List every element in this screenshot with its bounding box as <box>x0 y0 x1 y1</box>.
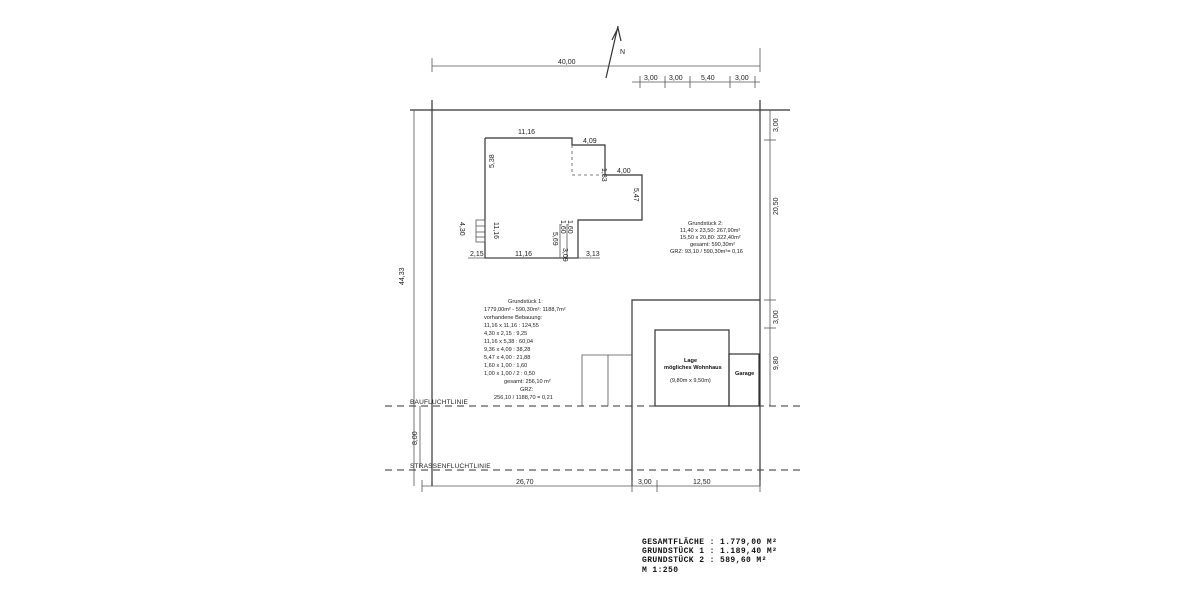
bottom-dim-1: 26,70 <box>516 479 534 486</box>
top-dim-1: 3,00 <box>644 75 658 82</box>
house-side-2: 1,60 <box>559 220 566 234</box>
left-depth-dimension: 44,33 <box>399 267 406 285</box>
plot-division-line <box>631 299 760 486</box>
house-mid-height: 11,16 <box>492 222 499 239</box>
summary-plot-2: GRUNDSTÜCK 2 : 589,60 M² <box>642 556 767 565</box>
existing-house-outline <box>484 137 643 259</box>
plot1-line: 11,16 x 11,16 : 124,55 <box>484 323 539 329</box>
top-dim-2: 3,00 <box>669 75 683 82</box>
plot1-line: 1,60 x 1,00 : 1,60 <box>484 363 527 369</box>
north-arrow-icon <box>605 25 622 79</box>
plot1-line: 4,30 x 2,15 : 9,25 <box>484 331 527 337</box>
street-line-label: STRASSENFLUCHTLINIE <box>410 463 491 470</box>
house-side-4: 3,09 <box>561 248 568 262</box>
plot1-line: 11,16 x 5,38 : 60,04 <box>484 339 533 345</box>
area-summary: GESAMTFLÄCHE : 1.779,00 M² GRUNDSTÜCK 1 … <box>642 538 777 575</box>
new-house-label-2: mögliches Wohnhaus <box>664 365 722 371</box>
house-left-height: 5,38 <box>489 154 496 168</box>
right-dim-4: 9,80 <box>773 356 780 370</box>
plot2-line: GRZ: 93,10 / 590,30m²= 0,16 <box>670 249 743 255</box>
house-step-width: 4,09 <box>583 138 597 145</box>
house-right-height: 5,47 <box>632 188 639 202</box>
annex-outline <box>581 354 609 406</box>
plot1-line: GRZ: <box>520 387 534 393</box>
house-width-top: 11,16 <box>518 129 535 136</box>
plot1-line: Grundstück 1: <box>508 299 543 305</box>
plot2-line: 11,40 x 23,50: 267,90m² <box>680 228 740 234</box>
plot2-line: 15,50 x 20,80: 322,40m² <box>680 235 741 241</box>
house-side-3: 1,60 <box>566 220 573 234</box>
plot1-line: 1779,00m² - 590,30m²: 1188,7m² <box>484 307 566 313</box>
house-width-small: 3,13 <box>586 251 600 258</box>
entrance-stair <box>475 219 486 243</box>
plot-2-calculation: Grundstück 2: 11,40 x 23,50: 267,90m² 15… <box>670 221 743 255</box>
stair-width: 2,15 <box>470 251 484 258</box>
summary-plot-1: GRUNDSTÜCK 1 : 1.189,40 M² <box>642 547 777 556</box>
plot-1-calculation: Grundstück 1: 1779,00m² - 590,30m²: 1188… <box>484 299 566 401</box>
right-dim-1: 3,00 <box>773 118 780 132</box>
plot1-line: 256,10 / 1188,70 = 0,21 <box>494 395 553 401</box>
plot1-line: 1,00 x 1,00 / 2 : 0,50 <box>484 371 535 377</box>
garage-label: Garage <box>735 371 754 377</box>
top-total-dimension: 40,00 <box>558 59 576 66</box>
house-step-height: 1,83 <box>600 168 607 182</box>
new-house-label-1: Lage <box>684 358 697 364</box>
plot2-line: Grundstück 2: <box>688 221 723 227</box>
north-label: N <box>620 49 625 56</box>
garage-outline <box>728 353 760 407</box>
right-dim-3: 3,00 <box>773 310 780 324</box>
plot1-line: vorhandene Bebauung: <box>484 315 543 321</box>
top-dim-4: 3,00 <box>735 75 749 82</box>
bottom-dim-2: 3,00 <box>638 479 652 486</box>
setback-dimension: 8,00 <box>412 431 419 445</box>
plot1-line: gesamt: 256,10 m² <box>504 379 551 385</box>
house-width-bottom: 11,16 <box>515 251 532 258</box>
house-side-1: 5,69 <box>551 232 558 246</box>
building-line-label: BAUFLUCHTLINIE <box>410 399 469 406</box>
summary-scale: M 1:250 <box>642 566 678 575</box>
summary-total: GESAMTFLÄCHE : 1.779,00 M² <box>642 538 777 547</box>
top-dim-3: 5,40 <box>701 75 715 82</box>
plot2-line: gesamt: 590,30m² <box>690 242 735 248</box>
stair-length: 4,30 <box>458 222 465 236</box>
house-right-width: 4,00 <box>617 168 631 175</box>
plot1-line: 9,36 x 4,09 : 38,28 <box>484 347 530 353</box>
bottom-dim-3: 12,50 <box>693 479 711 486</box>
right-dim-2: 20,50 <box>773 197 780 215</box>
plot1-line: 5,47 x 4,00 : 21,88 <box>484 355 530 361</box>
new-house-label-3: (9,80m x 9,50m) <box>670 378 711 384</box>
